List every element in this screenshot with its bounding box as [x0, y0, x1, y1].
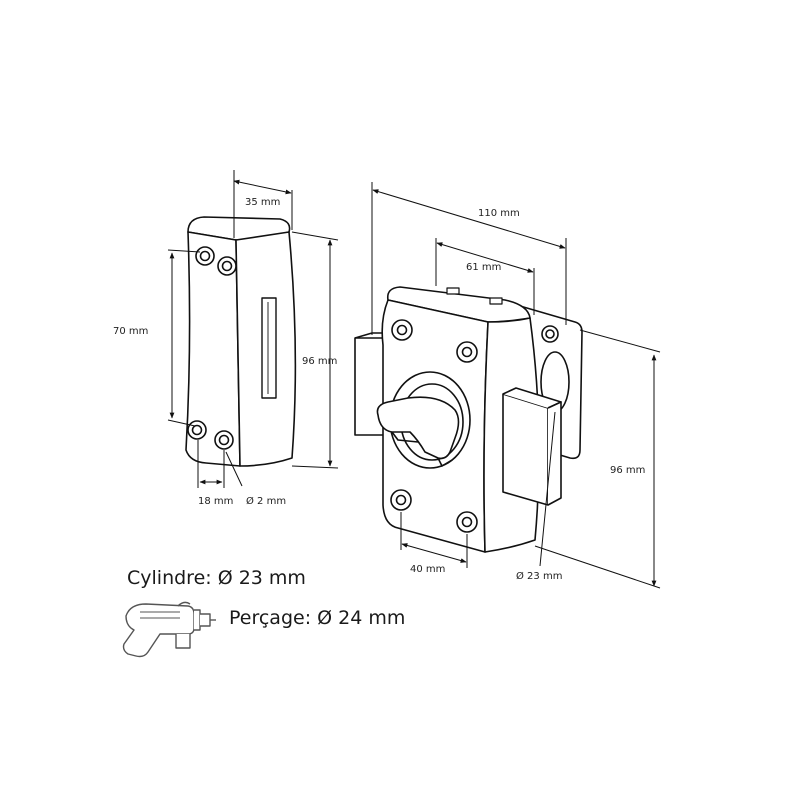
label-lock-hole-spacing: 40 mm: [410, 564, 445, 575]
label-strike-hole-spacing-h: 18 mm: [198, 496, 233, 507]
label-strike-height: 96 mm: [302, 356, 337, 367]
strike-dimensions: [167, 170, 339, 488]
lock-body: [354, 286, 583, 553]
label-strike-width: 35 mm: [245, 197, 280, 208]
label-lock-body-width: 61 mm: [466, 262, 501, 273]
cylinder-spec: Cylindre: Ø 23 mm: [127, 567, 306, 589]
lock-dimensions: [371, 182, 661, 589]
lock-screw-holes: [390, 319, 559, 533]
label-cylinder-diameter: Ø 23 mm: [516, 570, 562, 582]
label-strike-hole-diameter: Ø 2 mm: [246, 495, 286, 507]
label-lock-height: 96 mm: [610, 465, 645, 476]
drill-icon: [122, 601, 216, 658]
label-lock-total-width: 110 mm: [478, 208, 520, 219]
label-strike-hole-spacing-v: 70 mm: [113, 326, 148, 337]
strike-screw-holes: [187, 246, 237, 450]
strike-plate: [185, 216, 297, 467]
drilling-spec: Perçage: Ø 24 mm: [229, 607, 406, 629]
